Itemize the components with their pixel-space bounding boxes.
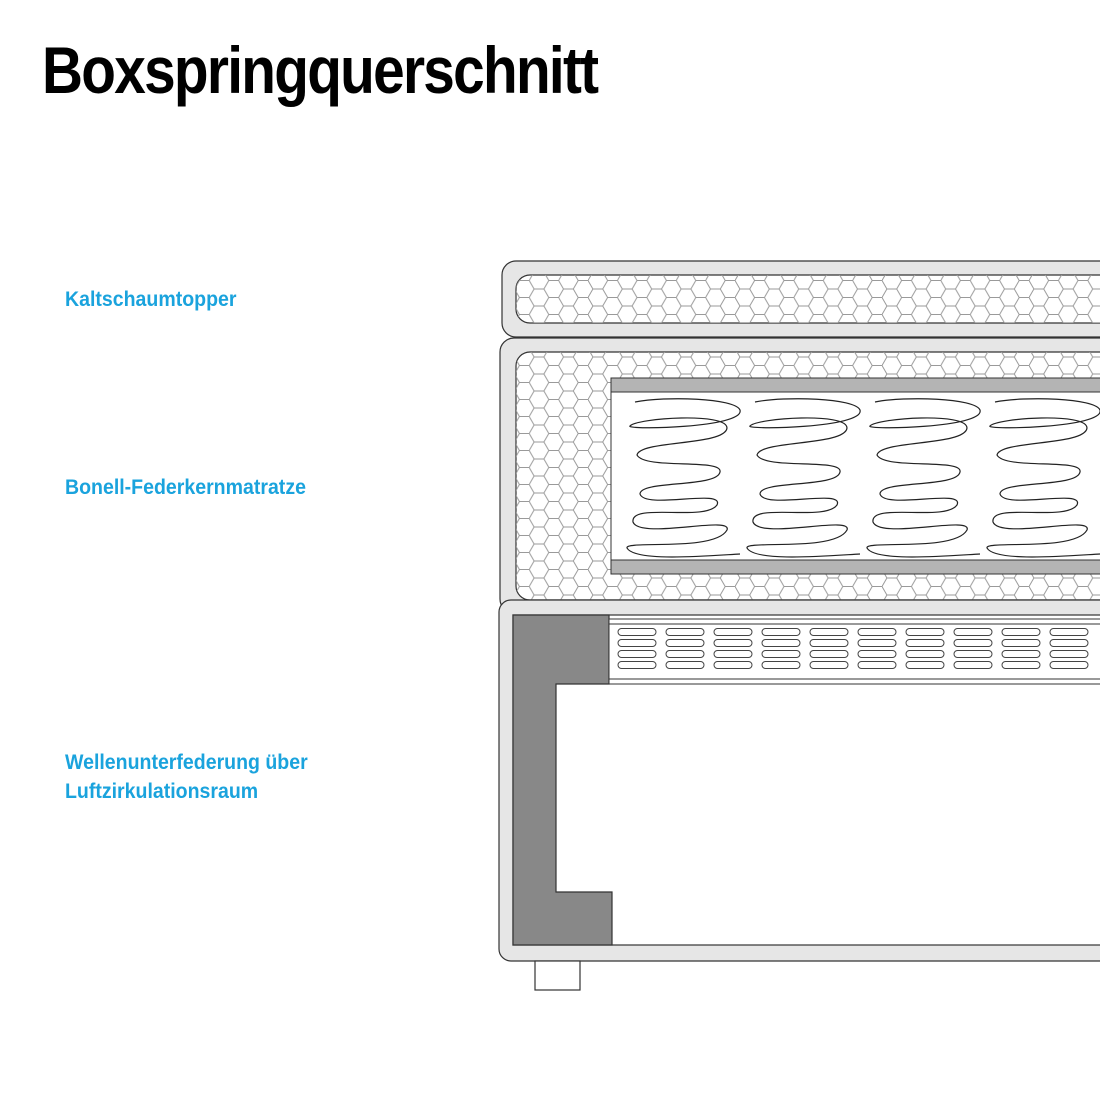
wave-spring-icon [713, 661, 753, 669]
wave-spring-icon [665, 628, 705, 636]
wave-spring-icon [1049, 639, 1089, 647]
wave-spring-icon [617, 639, 657, 647]
wave-spring-icon [665, 639, 705, 647]
wave-spring-icon [857, 650, 897, 658]
wave-spring-icon [953, 650, 993, 658]
wave-spring-icon [857, 628, 897, 636]
spring-compartment-top-band [610, 377, 1100, 393]
wave-spring-icon [905, 639, 945, 647]
mattress-layer [499, 337, 1100, 614]
wave-springs [617, 628, 1089, 669]
wave-spring-pad [608, 618, 1100, 685]
wave-spring-icon [809, 661, 849, 669]
topper-foam-icon [516, 275, 1100, 323]
wave-spring-icon [1049, 628, 1089, 636]
wave-spring-icon [809, 628, 849, 636]
wave-spring-icon [617, 628, 657, 636]
coil-spring-icon [986, 398, 1100, 558]
wave-spring-icon [1001, 661, 1041, 669]
bed-foot [534, 960, 581, 991]
wave-spring-icon [761, 639, 801, 647]
wave-spring-icon [713, 628, 753, 636]
wave-spring-icon [953, 639, 993, 647]
wave-spring-icon [857, 661, 897, 669]
wave-spring-icon [905, 650, 945, 658]
wave-spring-icon [809, 650, 849, 658]
wave-spring-icon [713, 650, 753, 658]
wave-spring-icon [713, 639, 753, 647]
page-title: Boxspringquerschnitt [42, 33, 599, 107]
label-unterfederung-line2: Luftzirkulationsraum [65, 780, 259, 803]
wave-spring-icon [905, 661, 945, 669]
wave-spring-icon [953, 628, 993, 636]
wave-spring-icon [1001, 650, 1041, 658]
wave-spring-icon [1001, 639, 1041, 647]
wave-spring-icon [665, 650, 705, 658]
wave-spring-icon [761, 661, 801, 669]
wave-spring-icon [665, 661, 705, 669]
label-federkernmatratze: Bonell-Federkernmatratze [65, 476, 306, 499]
base-layer [498, 599, 1100, 991]
spring-row [626, 398, 1100, 558]
wave-spring-icon [1001, 628, 1041, 636]
coil-spring-icon [746, 398, 861, 558]
wave-spring-icon [857, 639, 897, 647]
wave-spring-icon [761, 628, 801, 636]
wave-spring-icon [617, 661, 657, 669]
wave-spring-icon [1049, 650, 1089, 658]
wave-spring-icon [617, 650, 657, 658]
label-kaltschaumtopper: Kaltschaumtopper [65, 288, 237, 311]
label-unterfederung-line1: Wellenunterfederung über [65, 751, 308, 774]
topper-layer [501, 260, 1100, 338]
wave-spring-icon [1049, 661, 1089, 669]
wave-spring-icon [809, 639, 849, 647]
wave-spring-icon [761, 650, 801, 658]
coil-spring-icon [626, 398, 741, 558]
wave-spring-icon [953, 661, 993, 669]
spring-compartment [611, 378, 1100, 574]
coil-spring-icon [866, 398, 981, 558]
spring-compartment-bottom-band [610, 559, 1100, 575]
wave-spring-icon [905, 628, 945, 636]
